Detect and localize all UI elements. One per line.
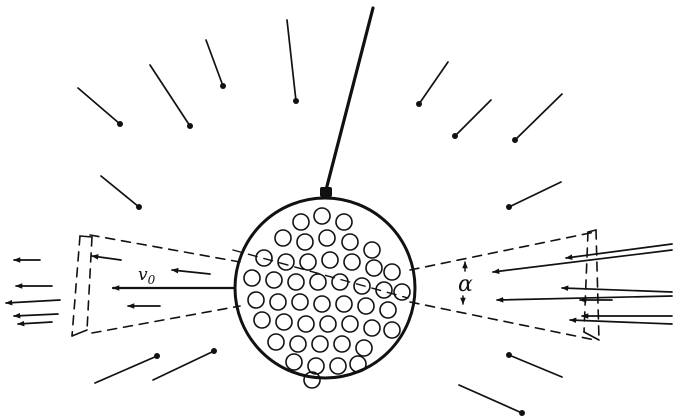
- particle: [293, 214, 309, 230]
- suspension-string: [326, 8, 373, 190]
- incoming-arrow: [570, 320, 672, 324]
- particle: [244, 270, 260, 286]
- suspension-clamp: [320, 187, 332, 197]
- particle: [304, 372, 320, 388]
- ambient-arrow: [506, 182, 561, 210]
- particle: [334, 336, 350, 352]
- ambient-arrow: [287, 20, 299, 104]
- velocity-subscript: 0: [148, 273, 156, 287]
- outgoing-arrow: [18, 322, 52, 324]
- particle: [288, 274, 304, 290]
- particle: [366, 260, 382, 276]
- incoming-beam-arrows: [493, 244, 672, 324]
- ambient-arrow: [153, 348, 217, 380]
- ambient-arrow: [512, 94, 562, 143]
- particle: [310, 274, 326, 290]
- ambient-arrow: [78, 88, 123, 127]
- particle: [270, 294, 286, 310]
- particle: [286, 354, 302, 370]
- ambient-arrow: [150, 65, 193, 129]
- incoming-arrow: [562, 288, 672, 292]
- particle: [314, 296, 330, 312]
- outgoing-arrow: [172, 270, 210, 274]
- particle: [319, 230, 335, 246]
- particle: [380, 302, 396, 318]
- particle: [332, 274, 348, 290]
- particle: [290, 336, 306, 352]
- ambient-arrow: [452, 100, 491, 139]
- ambient-arrow: [459, 385, 525, 416]
- particle: [330, 358, 346, 374]
- right-frame: [584, 230, 599, 340]
- outgoing-arrow: [92, 256, 121, 260]
- particle: [320, 316, 336, 332]
- ambient-arrow: [95, 353, 160, 383]
- particle: [248, 292, 264, 308]
- velocity-label: v0: [138, 265, 156, 287]
- outgoing-arrow: [14, 314, 58, 316]
- particle: [312, 336, 328, 352]
- sphere-particles: [244, 208, 410, 388]
- particle: [394, 284, 410, 300]
- particle: [342, 234, 358, 250]
- particle: [266, 272, 282, 288]
- particle: [300, 254, 316, 270]
- particle: [384, 322, 400, 338]
- particle: [336, 296, 352, 312]
- particle: [364, 320, 380, 336]
- particle: [254, 312, 270, 328]
- angle-marker: α: [458, 262, 473, 304]
- particle: [344, 254, 360, 270]
- ambient-arrows: [78, 20, 562, 416]
- angle-label: α: [458, 272, 473, 297]
- outgoing-beam-arrows: [6, 256, 210, 324]
- particle: [364, 242, 380, 258]
- ambient-arrow: [416, 62, 448, 107]
- particle: [292, 294, 308, 310]
- incoming-arrow: [493, 250, 672, 272]
- particle: [358, 298, 374, 314]
- particle: [297, 234, 313, 250]
- ambient-arrow: [101, 176, 142, 210]
- particle: [356, 340, 372, 356]
- velocity-symbol: v: [138, 265, 148, 285]
- particle: [268, 334, 284, 350]
- ambient-arrow: [506, 352, 562, 377]
- particle: [275, 230, 291, 246]
- particle: [322, 252, 338, 268]
- particle: [350, 356, 366, 372]
- particle: [276, 314, 292, 330]
- ambient-arrow: [206, 40, 226, 89]
- outgoing-arrow: [6, 300, 60, 303]
- particle: [336, 214, 352, 230]
- particle: [384, 264, 400, 280]
- left-frame: [72, 236, 92, 336]
- particle: [342, 316, 358, 332]
- particle: [298, 316, 314, 332]
- particle: [314, 208, 330, 224]
- particle: [278, 254, 294, 270]
